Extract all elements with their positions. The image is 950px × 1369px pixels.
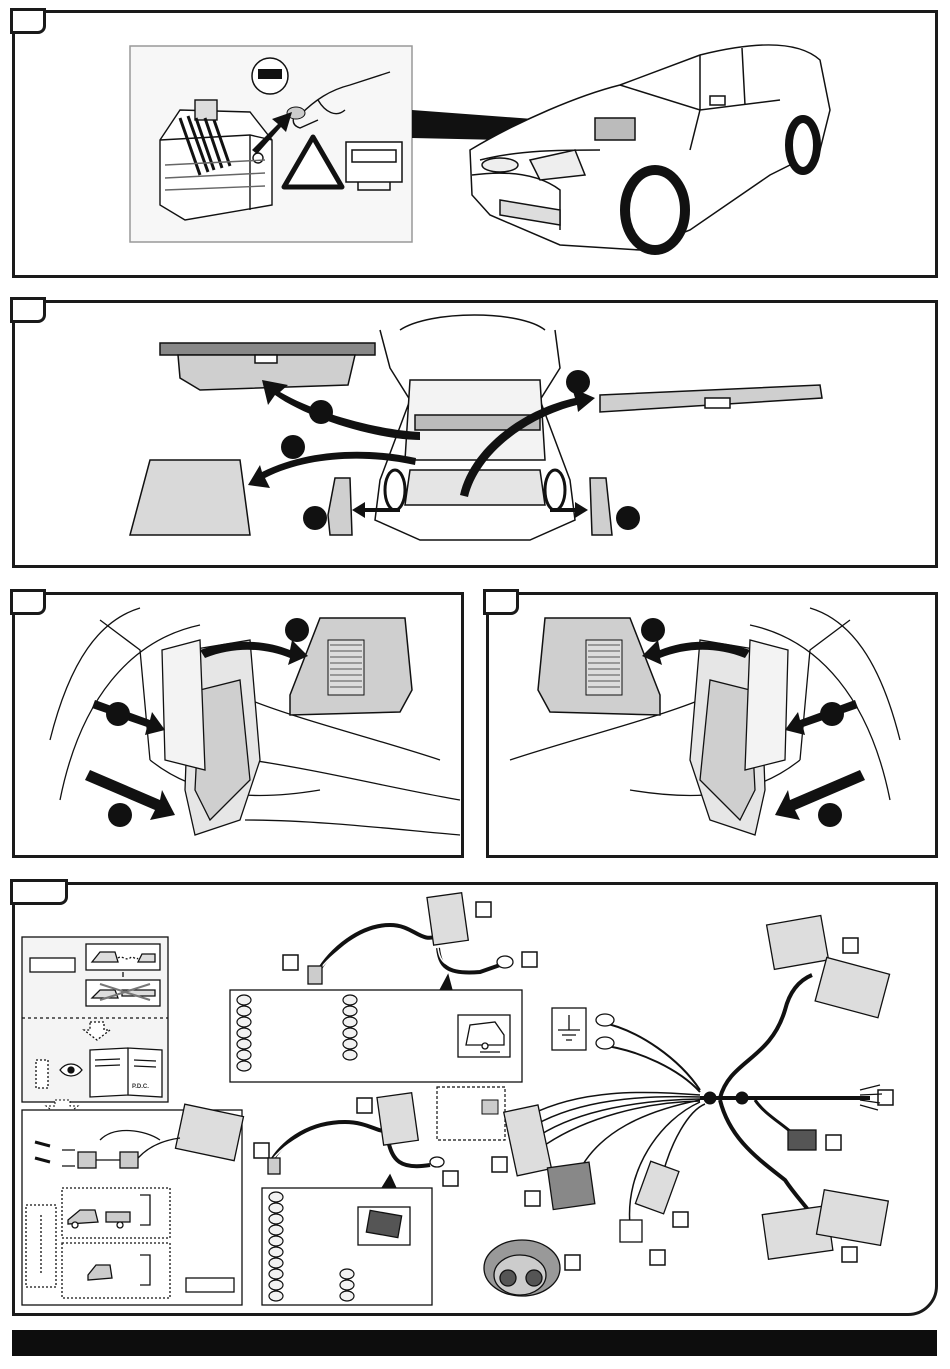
harness-middle	[268, 1093, 444, 1174]
step-4-illustration: P.D.C.	[0, 0, 950, 1330]
eye-icon	[60, 1064, 82, 1076]
pdc-label: P.D.C.	[132, 1084, 149, 1090]
footer-bar	[12, 1330, 937, 1356]
pin-list-box-1	[230, 975, 522, 1082]
ground-symbol-icon	[552, 1008, 586, 1050]
rubber-grommet	[484, 1240, 560, 1296]
book-icon: P.D.C.	[90, 1048, 162, 1097]
module-info-box	[22, 1104, 244, 1305]
pdc-info-box: P.D.C.	[22, 937, 168, 1102]
